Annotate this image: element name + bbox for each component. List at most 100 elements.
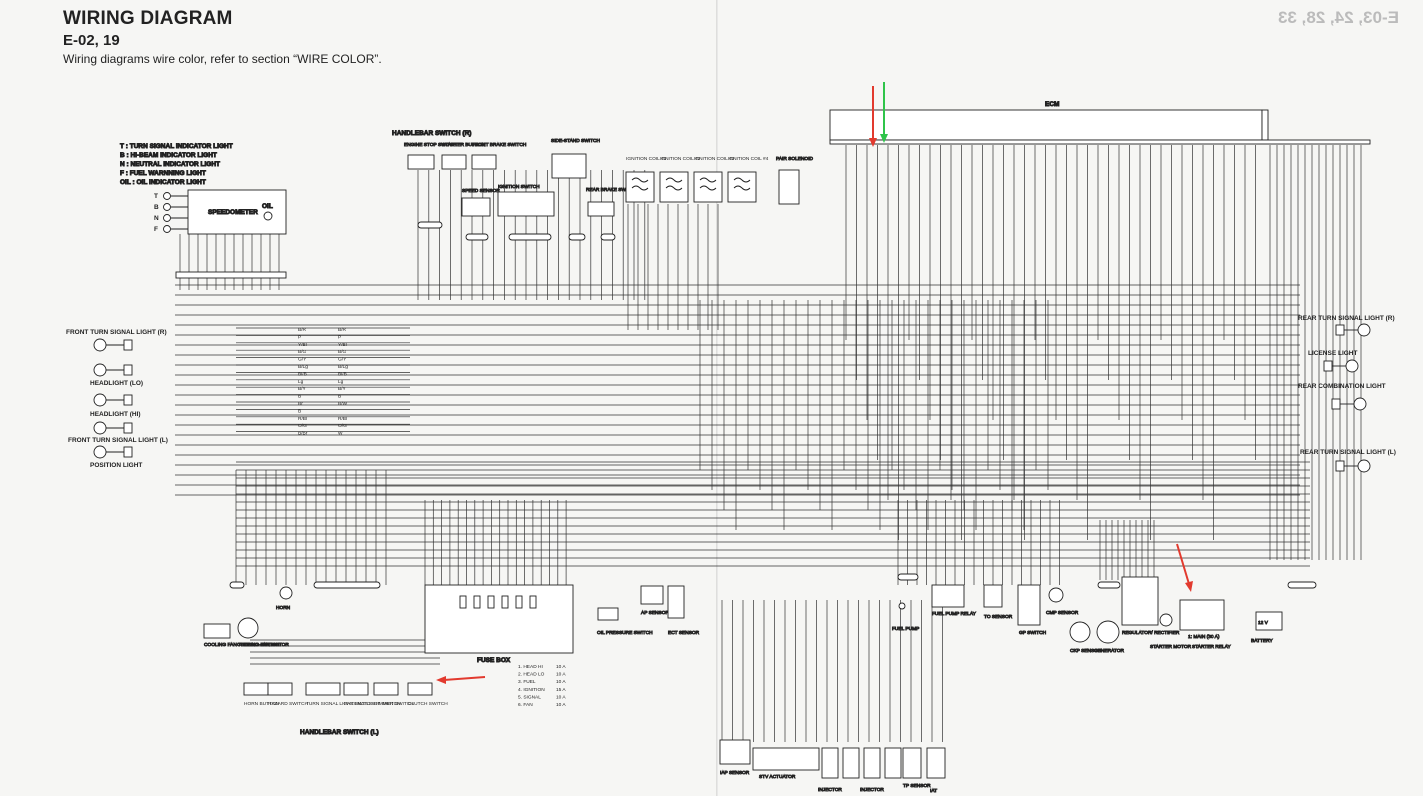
legend-item: F : FUEL WARNNING LIGHT xyxy=(120,170,206,177)
engine-stop-switch xyxy=(407,154,435,170)
wire-color-label: B/R xyxy=(338,327,347,333)
starter-relay-box xyxy=(1179,599,1225,631)
oil-indicator-icon xyxy=(263,211,273,221)
wire-color-label: G/Y xyxy=(338,357,347,363)
bulb-icon xyxy=(93,421,107,435)
wire-color-label: B/Lg xyxy=(338,364,348,370)
light-connector xyxy=(123,364,133,376)
to-sensor-box xyxy=(983,584,1003,608)
ignition-coil-box xyxy=(727,171,757,203)
wire-color-label: Bl/B xyxy=(298,371,307,377)
ignition-coil-label: IGNITION COIL #4 xyxy=(728,156,769,162)
cooling-fan-motor-icon xyxy=(237,617,259,639)
regulator-label: REGULATOR/ RECTIFIER xyxy=(1122,630,1180,636)
cooling-fan-thermo-switch xyxy=(203,623,231,639)
handlebar-switch-label: HORN BUTTON xyxy=(244,701,280,707)
fuse-box xyxy=(424,584,574,654)
legend-item: B : HI-BEAM INDICATOR LIGHT xyxy=(120,152,217,159)
injector-label-2: INJECTOR xyxy=(860,787,884,793)
starter-button-label: STARTER BUTTON xyxy=(442,142,485,148)
indicator-label: F xyxy=(154,226,158,233)
red-arrow-ecm-head xyxy=(869,138,877,147)
handlebar-switch-r-label: HANDLEBAR SWITCH (R) xyxy=(392,130,471,137)
bulb-icon xyxy=(93,393,107,407)
fuse-slots xyxy=(459,595,537,609)
harness-connector xyxy=(600,233,616,241)
bulb-icon xyxy=(93,445,107,459)
ignition-switch-box xyxy=(497,191,555,217)
battery-label: BATTERY xyxy=(1251,638,1273,644)
wire-color-label: B/W xyxy=(338,401,348,407)
rear-light-label: LICENSE LIGHT xyxy=(1308,350,1358,357)
starter-motor-label: STARTER MOTOR xyxy=(1150,644,1192,650)
indicator-label: T xyxy=(154,193,158,200)
harness-connector xyxy=(508,233,552,241)
front-brake-switch-label: FRONT BRAKE SWITCH xyxy=(472,142,527,148)
red-arrow-clutch-head xyxy=(436,676,446,684)
light-connector xyxy=(1335,324,1345,336)
front-light-label: HEADLIGHT (HI) xyxy=(90,411,141,418)
rear-lights: REAR TURN SIGNAL LIGHT (R)LICENSE LIGHTR… xyxy=(1298,315,1396,473)
battery-voltage: 12 V xyxy=(1258,620,1269,626)
light-connector xyxy=(123,339,133,351)
handlebar-switch-label: HAZARD SWITCH xyxy=(268,701,309,707)
battery-box xyxy=(1255,611,1283,631)
page-fold xyxy=(716,0,718,796)
engine-stop-switch-label: ENGINE STOP SWITCH xyxy=(404,142,457,148)
light-connector xyxy=(1335,460,1345,472)
fuse-slot xyxy=(501,595,509,609)
red-arrow-relay xyxy=(1176,543,1190,585)
cooling-thermo-label: COOLING FAN THERMO-SWITCH xyxy=(204,642,280,648)
handlebar-switch-box xyxy=(267,682,293,696)
ecm-label: ECM xyxy=(1045,101,1059,108)
fuel-pump-relay-label: FUEL PUMP RELAY xyxy=(932,611,977,617)
gp-switch-label: GP SWITCH xyxy=(1019,630,1047,636)
fuse-name: 5. SIGNAL xyxy=(518,694,541,700)
annotation-arrows xyxy=(436,82,1193,684)
wire-color-label: Y/Bl xyxy=(298,342,307,348)
oil-pressure-label: OIL PRESSURE SWITCH xyxy=(597,630,653,636)
ect-sensor-box xyxy=(667,585,685,619)
handlebar-switch-box xyxy=(407,682,433,696)
ckp-sensor-label: CKP SENSOR xyxy=(1070,648,1102,654)
injector-box xyxy=(884,747,902,779)
wire-color-label: R/Bl xyxy=(338,416,347,422)
ap-sensor-box xyxy=(640,585,664,605)
page-title: WIRING DIAGRAM xyxy=(63,8,233,29)
bulb-icon xyxy=(1357,323,1371,337)
ckp-sensor-icon xyxy=(1069,621,1091,643)
injector-box xyxy=(821,747,839,779)
bulb-icon xyxy=(93,363,107,377)
harness-connector xyxy=(417,221,443,229)
ignition-switch-label: IGNITION SWITCH xyxy=(498,184,540,190)
front-light-label: FRONT TURN SIGNAL LIGHT (L) xyxy=(68,437,168,444)
stv-actuator-label: STV ACTUATOR xyxy=(759,774,796,780)
fuse-name: 4. IGNITION xyxy=(518,687,545,693)
coil-winding-icon xyxy=(665,177,683,191)
fuse-name: 6. FAN xyxy=(518,702,533,708)
fuel-pump-relay-box xyxy=(931,584,965,608)
handlebar-switch-box xyxy=(243,682,269,696)
light-connector xyxy=(123,422,133,434)
ap-sensor-label: AP SENSOR xyxy=(641,610,669,616)
wire-color-label: B/Y xyxy=(338,386,347,392)
iap-sensor-label: IAP SENSOR xyxy=(720,770,750,776)
ecm-tab xyxy=(1261,109,1269,141)
front-lights: FRONT TURN SIGNAL LIGHT (R)HEADLIGHT (LO… xyxy=(66,329,168,469)
fuse-name: 3. FUEL xyxy=(518,679,536,685)
harness-connector xyxy=(313,581,381,589)
wire-color-label: B/Y xyxy=(298,386,307,392)
bulb-icon xyxy=(93,338,107,352)
ignition-coil-box xyxy=(659,171,689,203)
horn-label: HORN xyxy=(276,605,291,611)
rear-light-label: REAR TURN SIGNAL LIGHT (R) xyxy=(1298,315,1395,322)
fuse-amp: 10 A xyxy=(556,702,566,708)
wire-color-label: O/G xyxy=(298,423,307,429)
ect-sensor-label: ECT SENSOR xyxy=(668,630,700,636)
front-light-label: HEADLIGHT (LO) xyxy=(90,380,143,387)
to-sensor-label: TO SENSOR xyxy=(984,614,1013,620)
front-light-label: POSITION LIGHT xyxy=(90,462,142,469)
